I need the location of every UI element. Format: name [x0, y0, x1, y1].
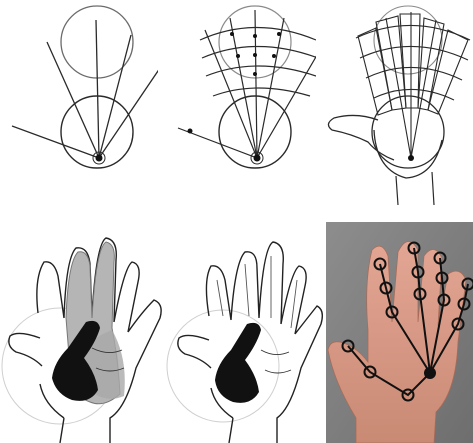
construction-finger-blocks-drawing [316, 0, 473, 205]
hand-outline [206, 242, 322, 443]
thumb-outline [328, 115, 394, 160]
thumb-outline [9, 333, 42, 366]
finger-blocks [356, 14, 470, 115]
construction-circles-rays-drawing [0, 0, 158, 205]
radiating-rays [12, 20, 158, 158]
hand-shaded-regions-panel [0, 218, 165, 443]
construction-finger-blocks-panel [316, 0, 473, 205]
photo-hand-keypoints-drawing [326, 222, 473, 443]
construction-finger-grid-drawing [158, 0, 316, 205]
construction-circles-rays-panel [0, 0, 158, 205]
pivot-point [408, 155, 414, 161]
hand-outline-thumb-shaded-drawing [165, 218, 325, 443]
thumb-outline [178, 335, 211, 368]
upper-guide-circle [374, 6, 442, 74]
palm-crease-lines [261, 350, 291, 373]
finger-rays [178, 10, 316, 158]
palm-guide-circle [372, 96, 444, 168]
hand-shaded-regions-drawing [0, 218, 165, 443]
construction-finger-grid-panel [158, 0, 316, 205]
photo-hand-keypoints-panel [326, 222, 473, 443]
center-rays [386, 12, 436, 158]
hand-outline-thumb-shaded-panel [165, 218, 325, 443]
black-thumb-region [215, 323, 261, 403]
pivot-point [254, 155, 261, 162]
wrist-keypoint [424, 367, 436, 379]
palm-outline [374, 130, 442, 178]
pivot-point [96, 155, 103, 162]
